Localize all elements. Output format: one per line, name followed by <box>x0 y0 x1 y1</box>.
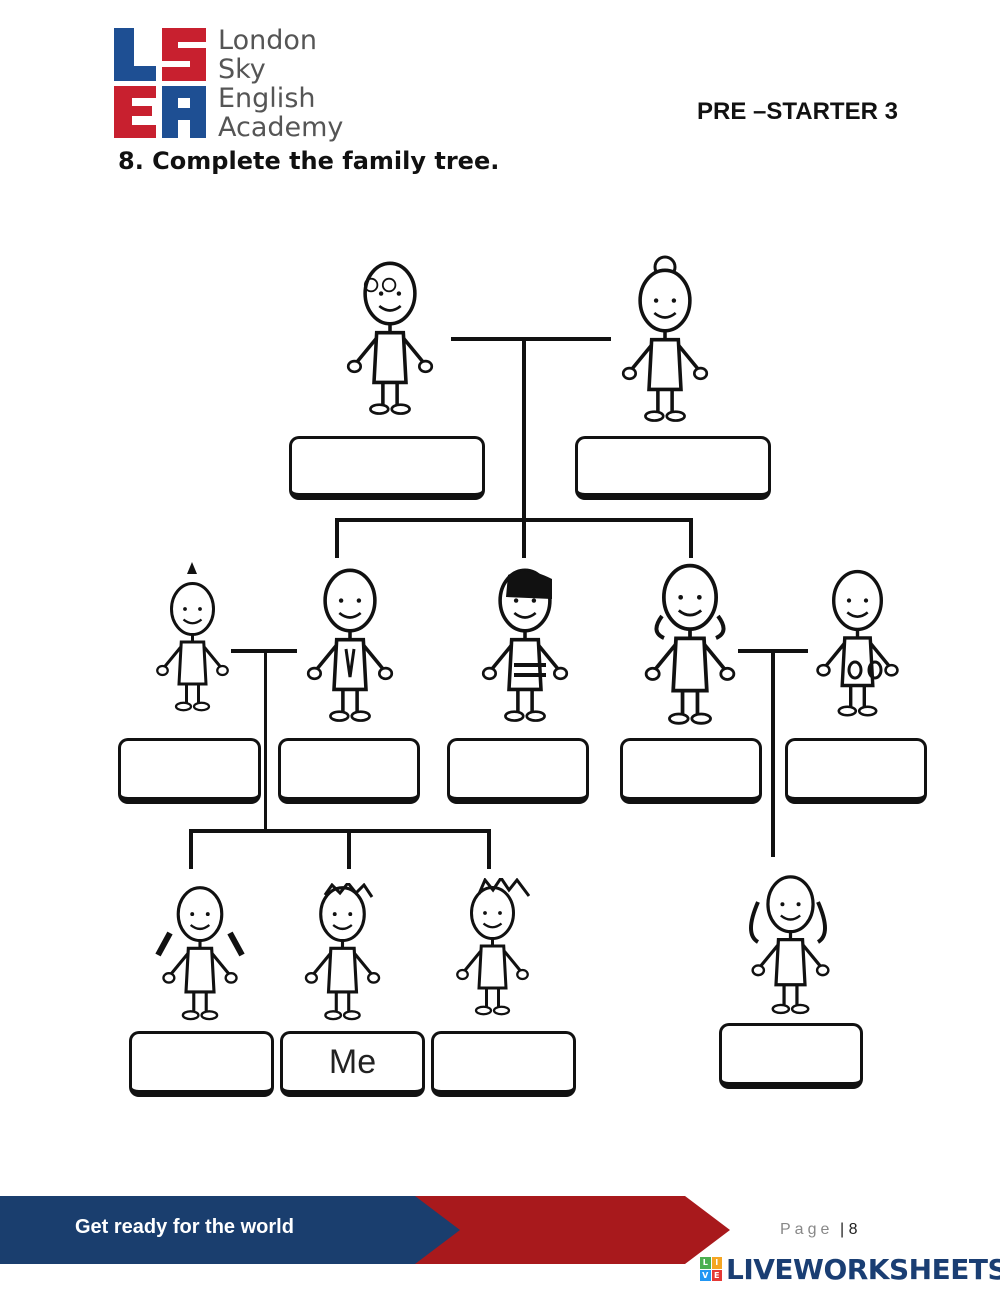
cousin-answer-box[interactable] <box>719 1023 863 1089</box>
lsea-logo-icon <box>114 28 206 138</box>
uncle-in-law-figure-icon <box>815 558 900 728</box>
page-label: Page <box>780 1221 834 1238</box>
grandmother-answer-box[interactable] <box>575 436 771 500</box>
connector-line <box>689 518 693 558</box>
liveworksheets-brand: LIVEWORKSHEETS <box>726 1253 1000 1286</box>
logo-wordmark: London Sky English Academy <box>218 26 343 142</box>
liveworksheets-logo-icon: L I V E <box>700 1257 722 1281</box>
sister-answer-box[interactable] <box>129 1031 274 1097</box>
footer-banner <box>0 1196 730 1264</box>
uncle-figure-icon <box>480 565 570 725</box>
uncle-in-law-answer-box[interactable] <box>785 738 927 804</box>
brother-answer-box[interactable] <box>431 1031 576 1097</box>
task-title: 8. Complete the family tree. <box>118 147 500 175</box>
grandfather-answer-box[interactable] <box>289 436 485 500</box>
logo-line-sky: Sky <box>218 54 266 85</box>
father-figure-icon <box>300 565 400 725</box>
level-label: PRE –STARTER 3 <box>697 98 898 125</box>
connector-line <box>771 651 775 857</box>
aunt-answer-box[interactable] <box>118 738 261 804</box>
connector-line <box>347 829 351 869</box>
brother-figure-icon <box>455 878 530 1023</box>
footer-slogan: Get ready for the world <box>75 1216 294 1238</box>
cousin-figure-icon <box>749 872 843 1017</box>
connector-line <box>522 339 526 521</box>
connector-line <box>189 829 491 833</box>
connector-line <box>335 518 692 522</box>
connector-line <box>487 829 491 869</box>
aunt-figure-icon <box>155 562 230 725</box>
me-label-box: Me <box>280 1031 425 1097</box>
uncle-answer-box[interactable] <box>447 738 589 804</box>
grandfather-figure-icon <box>345 258 435 418</box>
connector-line <box>189 829 193 869</box>
page-number: | 8 <box>840 1221 858 1238</box>
grandmother-figure-icon <box>610 255 720 425</box>
connector-line <box>522 518 526 558</box>
connector-line <box>335 518 339 558</box>
connector-line <box>264 651 267 831</box>
logo-line-academy: Academy <box>218 112 344 143</box>
connector-line <box>451 337 611 341</box>
me-figure-icon <box>300 883 385 1023</box>
sister-figure-icon <box>155 883 245 1023</box>
logo-line-english: English <box>218 83 316 114</box>
father-answer-box[interactable] <box>278 738 420 804</box>
logo-line-london: London <box>218 25 317 56</box>
mother-figure-icon <box>640 560 740 728</box>
mother-answer-box[interactable] <box>620 738 762 804</box>
